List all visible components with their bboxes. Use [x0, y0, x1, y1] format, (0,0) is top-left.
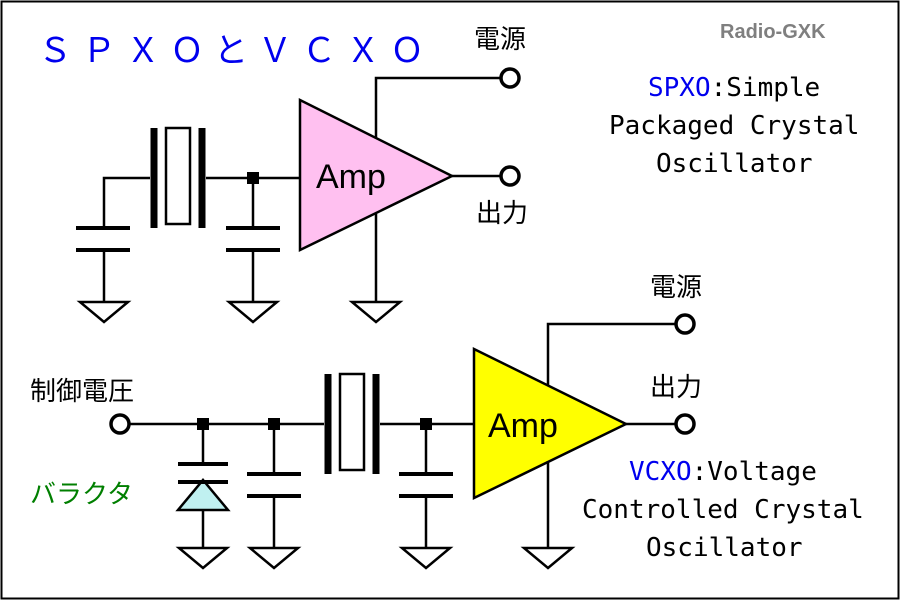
spxo-capacitor-left — [76, 176, 150, 302]
spxo-circuit: Amp 電源 出力 — [76, 25, 528, 324]
vcxo-control-terminal — [109, 413, 131, 435]
vcxo-power-terminal — [674, 313, 696, 335]
spxo-ground-left — [76, 300, 132, 324]
spxo-desc-line2: Packaged Crystal — [609, 111, 859, 141]
vcxo-amp-label: Amp — [488, 407, 558, 445]
spxo-power-terminal — [499, 67, 521, 89]
brand-label: Radio-GXK — [720, 21, 826, 43]
spxo-amp-label: Amp — [316, 158, 386, 196]
spxo-description: SPXO:Simple Packaged Crystal Oscillator — [609, 73, 859, 179]
svg-text:VCXO:Voltage: VCXO:Voltage — [629, 457, 817, 487]
vcxo-ground-amp — [520, 546, 576, 570]
vcxo-capacitor-right — [399, 424, 453, 548]
diagram-title: ＳＰＸＯとＶＣＸＯ — [38, 31, 434, 71]
vcxo-ground-cap-right — [398, 546, 454, 570]
vcxo-power-label: 電源 — [650, 273, 702, 303]
vcxo-desc-line2: Controlled Crystal — [582, 495, 864, 525]
vcxo-control-label: 制御電圧 — [30, 377, 134, 407]
vcxo-output-label: 出力 — [650, 373, 702, 403]
vcxo-desc-abbr: VCXO — [629, 457, 692, 487]
svg-text:SPXO:Simple: SPXO:Simple — [648, 73, 820, 103]
spxo-power-label: 電源 — [474, 25, 526, 55]
vcxo-ground-cap-left — [246, 546, 302, 570]
vcxo-crystal — [324, 372, 380, 474]
spxo-desc-line3: Oscillator — [656, 149, 813, 179]
spxo-desc-line1: :Simple — [711, 73, 821, 103]
vcxo-varactor-label: バラクタ — [30, 480, 133, 510]
spxo-output-terminal — [499, 165, 521, 187]
vcxo-power-wire — [546, 322, 675, 386]
vcxo-varactor-diode — [175, 424, 231, 548]
spxo-ground-right — [225, 300, 281, 324]
vcxo-circuit: 制御電圧 バラクタ — [30, 273, 702, 570]
vcxo-output-terminal — [674, 413, 696, 435]
spxo-power-wire — [374, 76, 500, 138]
spxo-output-label: 出力 — [476, 199, 528, 229]
vcxo-desc-line3: Oscillator — [646, 533, 803, 563]
vcxo-desc-line1: :Voltage — [692, 457, 817, 487]
vcxo-description: VCXO:Voltage Controlled Crystal Oscillat… — [582, 457, 864, 563]
spxo-amplifier: Amp — [298, 97, 455, 252]
spxo-desc-abbr: SPXO — [648, 73, 711, 103]
vcxo-amplifier: Amp — [472, 346, 629, 500]
spxo-crystal — [150, 126, 206, 228]
vcxo-capacitor-left — [247, 424, 301, 548]
vcxo-ground-varactor — [175, 546, 231, 570]
spxo-capacitor-right — [226, 178, 280, 302]
spxo-ground-amp — [348, 300, 404, 324]
